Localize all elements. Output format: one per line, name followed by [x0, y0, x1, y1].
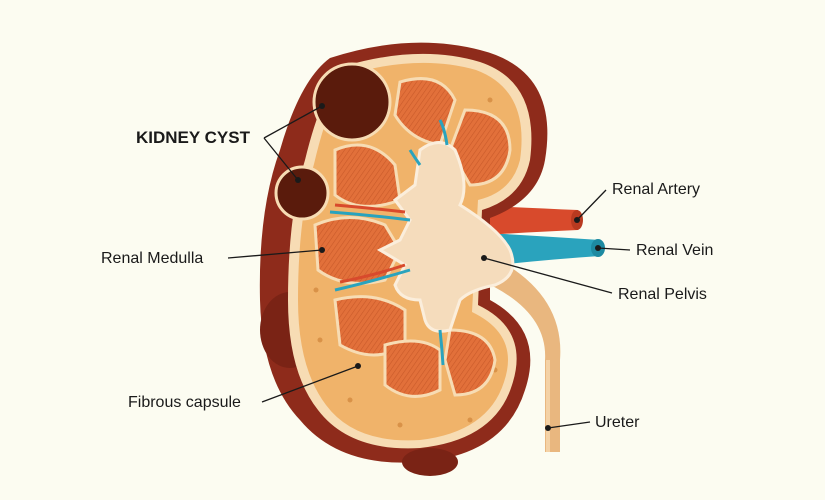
- pyramid-7: [443, 328, 497, 397]
- label-kidney-cyst: KIDNEY CYST: [136, 128, 250, 147]
- renal-pyramids: [313, 77, 512, 398]
- renal-pelvis-shape: [376, 141, 515, 333]
- pyramid-1: [393, 77, 457, 147]
- pyramid-2: [448, 108, 512, 187]
- kidney-cyst-large: [312, 62, 392, 142]
- label-renal-artery: Renal Artery: [612, 181, 701, 198]
- label-ureter: Ureter: [595, 414, 640, 431]
- ureter-shape: [480, 258, 561, 452]
- kidney-cyst-small: [274, 165, 330, 221]
- label-fibrous-capsule: Fibrous capsule: [128, 394, 241, 411]
- leader-lines: [227, 105, 631, 429]
- label-renal-vein: Renal Vein: [636, 242, 714, 259]
- capsule-bump-lower: [402, 448, 458, 476]
- label-renal-pelvis: Renal Pelvis: [618, 286, 707, 303]
- small-vessels: [329, 119, 449, 366]
- pyramid-6: [383, 339, 442, 398]
- leader-dots: [295, 103, 601, 431]
- label-renal-medulla: Renal Medulla: [101, 250, 204, 267]
- pyramid-4: [313, 216, 402, 285]
